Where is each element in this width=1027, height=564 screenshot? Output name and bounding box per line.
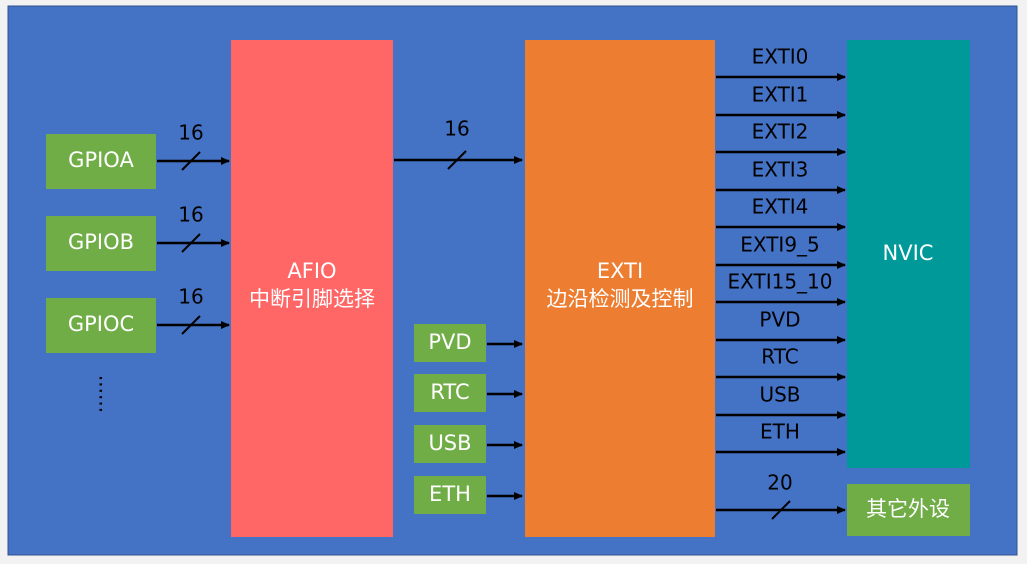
exti-block <box>525 40 715 537</box>
exti-output-label: EXTI15_10 <box>728 270 833 294</box>
afio-exti-bus-width: 16 <box>444 117 469 141</box>
gpio-label: GPIOC <box>68 312 134 336</box>
exti-source-box <box>414 476 486 514</box>
exti-source-label: PVD <box>428 330 471 354</box>
gpio-box <box>46 216 156 271</box>
gpio-port-2: GPIOC 16 <box>46 285 230 353</box>
exti-output-7: PVD <box>716 308 846 344</box>
exti-source-1: RTC <box>414 374 523 412</box>
exti-output-label: EXTI4 <box>752 195 809 219</box>
other-peripherals-block <box>847 484 970 536</box>
gpio-bus-width: 16 <box>178 121 203 145</box>
exti-source-box <box>414 425 486 463</box>
exti-output-label: EXTI3 <box>752 158 809 182</box>
nvic-block <box>847 40 970 468</box>
exti-output-10: ETH <box>716 420 846 456</box>
afio-title: AFIO <box>287 259 336 283</box>
exti-output-8: RTC <box>716 345 846 381</box>
exti-output-label: EXTI0 <box>752 45 809 69</box>
exti-outputs: EXTI0EXTI1EXTI2EXTI3EXTI4EXTI9_5EXTI15_1… <box>716 45 846 456</box>
afio-exti-bus: 16 <box>394 117 523 170</box>
exti-output-label: ETH <box>760 420 800 444</box>
gpio-ellipsis: ······ <box>89 375 113 413</box>
nvic-label: NVIC <box>883 241 934 265</box>
exti-output-label: PVD <box>759 308 800 332</box>
gpio-bus-slash <box>181 315 201 335</box>
afio-subtitle: 中断引脚选择 <box>249 287 375 311</box>
exti-source-box <box>414 374 486 412</box>
exti-source-label: ETH <box>429 482 471 506</box>
exti-source-box <box>414 324 486 362</box>
gpio-box <box>46 298 156 353</box>
other-peripherals-bus-width: 20 <box>767 471 792 495</box>
exti-output-label: EXTI9_5 <box>740 233 820 257</box>
gpio-box <box>46 134 156 189</box>
gpio-bus-slash <box>181 233 201 253</box>
exti-output-0: EXTI0 <box>716 45 846 81</box>
gpio-bus-width: 16 <box>178 285 203 309</box>
gpio-bus-width: 16 <box>178 203 203 227</box>
exti-output-2: EXTI2 <box>716 120 846 156</box>
gpio-label: GPIOB <box>68 230 134 254</box>
exti-output-label: USB <box>759 383 800 407</box>
gpio-port-0: GPIOA 16 <box>46 121 230 189</box>
exti-output-9: USB <box>716 383 846 419</box>
other-peripherals-label: 其它外设 <box>866 497 950 521</box>
exti-output-label: EXTI2 <box>752 120 809 144</box>
exti-output-5: EXTI9_5 <box>716 233 846 269</box>
exti-output-label: RTC <box>761 345 798 369</box>
exti-output-label: EXTI1 <box>752 83 809 107</box>
exti-subtitle: 边沿检测及控制 <box>547 287 694 311</box>
exti-output-1: EXTI1 <box>716 83 846 119</box>
exti-sources: PVD RTC USB ETH <box>414 324 523 514</box>
other-peripherals-path: 20 <box>716 471 846 520</box>
afio-block <box>231 40 393 537</box>
exti-source-label: RTC <box>430 380 469 404</box>
gpio-port-1: GPIOB 16 <box>46 203 230 271</box>
exti-output-4: EXTI4 <box>716 195 846 231</box>
exti-source-0: PVD <box>414 324 523 362</box>
exti-source-3: ETH <box>414 476 523 514</box>
exti-source-label: USB <box>428 431 471 455</box>
gpio-bus-slash <box>181 151 201 171</box>
exti-output-3: EXTI3 <box>716 158 846 194</box>
exti-source-2: USB <box>414 425 523 463</box>
exti-output-6: EXTI15_10 <box>716 270 846 306</box>
gpio-label: GPIOA <box>68 148 134 172</box>
exti-title: EXTI <box>597 259 643 283</box>
